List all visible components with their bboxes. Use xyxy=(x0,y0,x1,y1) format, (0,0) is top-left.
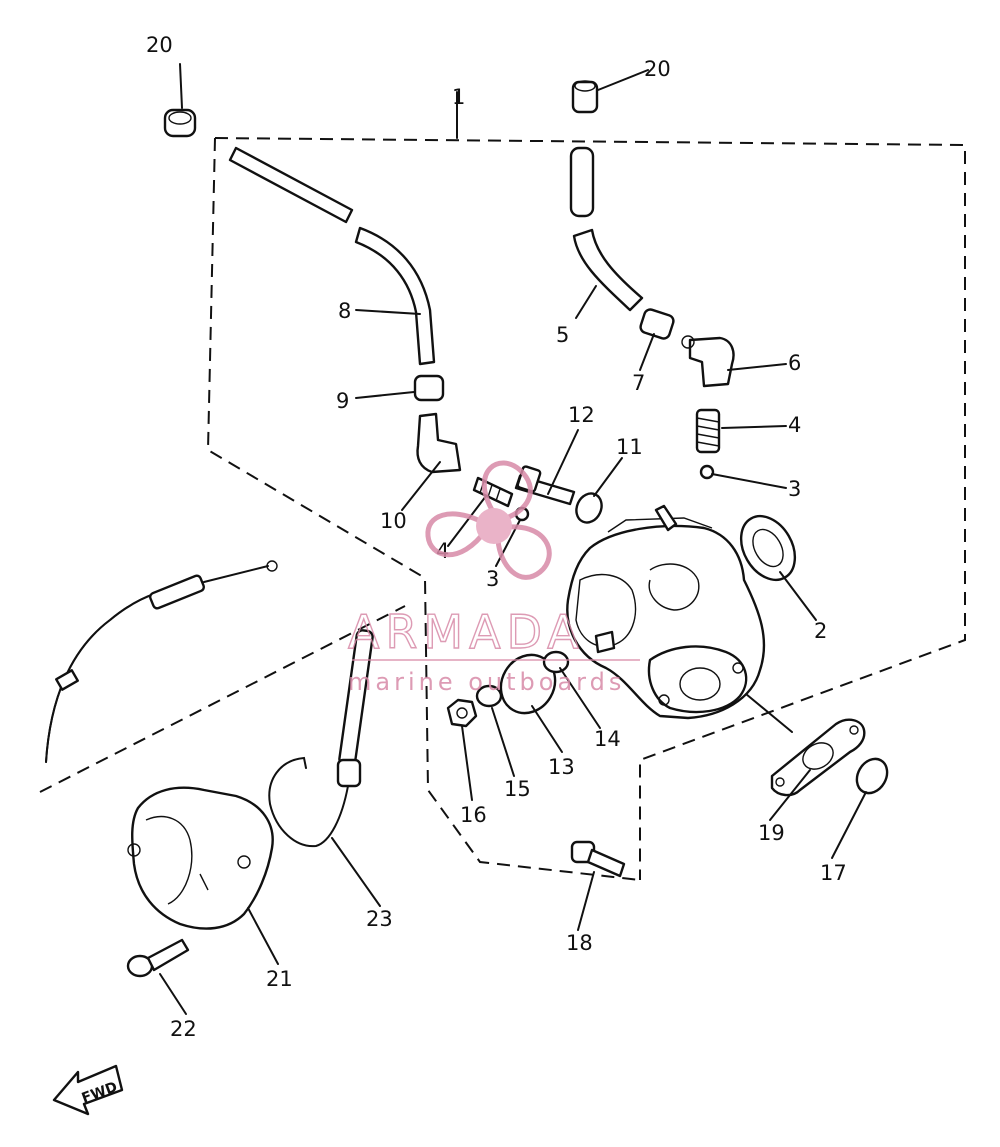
callout-6: 6 xyxy=(788,351,801,375)
nut-part-16 xyxy=(446,698,478,728)
ball-part-3-right xyxy=(699,464,715,480)
washer-part-17 xyxy=(855,757,889,795)
callouts: 20 20 1 8 9 10 5 7 6 4 3 12 11 4 3 2 14 … xyxy=(146,33,847,1041)
callout-8: 8 xyxy=(338,299,351,323)
fitting-part-7 xyxy=(639,308,675,340)
callout-2: 2 xyxy=(814,619,827,643)
callout-3-right: 3 xyxy=(788,477,801,501)
hose-part-8 xyxy=(228,146,436,366)
callout-9: 9 xyxy=(336,389,349,413)
callout-15: 15 xyxy=(504,777,531,801)
callout-21: 21 xyxy=(266,967,293,991)
hose-part-5 xyxy=(569,146,644,312)
callout-3-left: 3 xyxy=(486,567,499,591)
gear-part-13 xyxy=(499,653,557,715)
washer-part-15 xyxy=(475,684,503,708)
watermark-brand: ARMADA xyxy=(348,605,585,659)
callout-1: 1 xyxy=(452,85,465,109)
watermark: ARMADA marine outboards xyxy=(347,460,640,696)
callout-17: 17 xyxy=(820,861,847,885)
callout-11: 11 xyxy=(616,435,643,459)
washer-part-14 xyxy=(542,650,570,674)
callout-12: 12 xyxy=(568,403,595,427)
callout-18: 18 xyxy=(566,931,593,955)
callout-13: 13 xyxy=(548,755,575,779)
propeller-logo-icon xyxy=(425,460,552,580)
callout-20-left: 20 xyxy=(146,33,173,57)
leader-lines xyxy=(159,63,867,1015)
elbow-part-10 xyxy=(416,412,462,474)
cover-part-21 xyxy=(127,786,274,930)
assembly-boundary xyxy=(39,91,966,881)
callout-7: 7 xyxy=(632,371,645,395)
forward-arrow-icon: FWD xyxy=(52,1064,124,1116)
washer-part-11 xyxy=(575,492,603,524)
elbow-part-6 xyxy=(681,335,735,388)
callout-22: 22 xyxy=(170,1017,197,1041)
spring-part-4-right xyxy=(695,408,721,454)
watermark-tagline: marine outboards xyxy=(348,668,625,696)
bolt-part-18 xyxy=(570,840,626,878)
clamp-part-20-left xyxy=(163,108,197,138)
callout-16: 16 xyxy=(460,803,487,827)
screw-part-22 xyxy=(126,938,190,978)
callout-23: 23 xyxy=(366,907,393,931)
callout-19: 19 xyxy=(758,821,785,845)
fitting-part-9 xyxy=(413,374,445,402)
spring-part-4-left xyxy=(472,476,514,508)
callout-4-right: 4 xyxy=(788,413,801,437)
callout-20-top: 20 xyxy=(644,57,671,81)
gasket-part-19 xyxy=(770,718,866,797)
oil-pump-body xyxy=(566,504,766,720)
callout-10: 10 xyxy=(380,509,407,533)
callout-5: 5 xyxy=(556,323,569,347)
control-cable xyxy=(45,560,278,763)
clamp-part-20-top xyxy=(571,80,599,114)
callout-14: 14 xyxy=(594,727,621,751)
sensor-part-23 xyxy=(268,629,374,848)
